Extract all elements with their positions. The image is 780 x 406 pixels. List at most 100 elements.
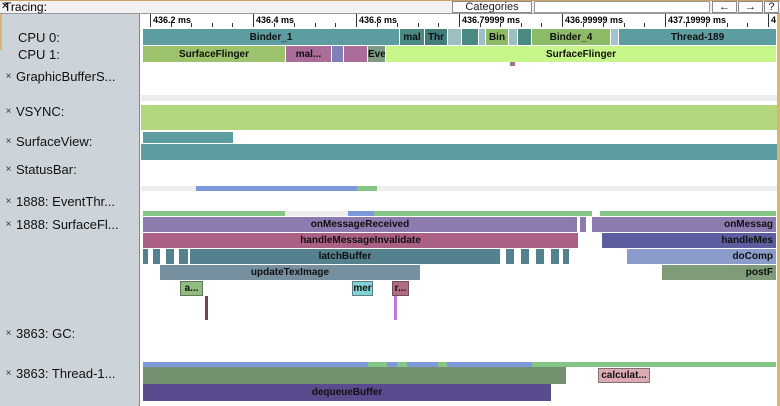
trace-span[interactable] [143, 132, 233, 143]
trace-span[interactable]: mal... [286, 46, 331, 62]
ruler-major-tick [459, 14, 460, 27]
trace-span[interactable] [348, 211, 374, 216]
track-sidebar: CPU 0:CPU 1:×GraphicBufferS...×VSYNC:×Su… [0, 14, 140, 406]
close-track-icon[interactable]: × [5, 164, 12, 175]
help-button[interactable]: ? [764, 1, 779, 13]
trace-span[interactable] [285, 211, 348, 216]
trace-span[interactable] [166, 249, 174, 264]
trace-span[interactable] [394, 296, 397, 320]
close-track-icon[interactable]: × [5, 106, 12, 117]
trace-span[interactable]: a... [180, 281, 203, 296]
trace-span[interactable] [510, 62, 515, 66]
close-track-icon[interactable]: × [5, 328, 12, 339]
trace-span-label: onMessag [724, 219, 773, 230]
trace-span[interactable] [532, 362, 776, 367]
trace-span[interactable] [580, 217, 586, 232]
trace-span[interactable] [518, 29, 531, 45]
categories-button[interactable]: Categories [452, 1, 532, 13]
forward-button[interactable]: → [738, 1, 763, 13]
ruler-minor-tick [583, 23, 584, 27]
trace-span[interactable] [368, 362, 387, 367]
trace-span[interactable]: Bin [486, 29, 508, 45]
ruler-minor-tick [521, 23, 522, 27]
trace-span[interactable]: r... [392, 281, 409, 296]
ruler-time-label: 436.99999 ms [565, 15, 624, 25]
close-track-icon[interactable]: × [5, 368, 12, 379]
track-label-row: ×1888: EventThr... [0, 194, 138, 209]
back-button[interactable]: ← [712, 1, 737, 13]
trace-span[interactable]: Binder_1 [143, 29, 399, 45]
trace-span[interactable] [506, 249, 514, 264]
trace-span[interactable]: SurfaceFlinger [143, 46, 285, 62]
ruler-minor-tick [624, 23, 625, 27]
close-icon[interactable]: ✕ [1, 1, 10, 12]
trace-span[interactable]: calculat... [598, 368, 650, 383]
trace-span[interactable] [536, 249, 544, 264]
ruler-major-tick [562, 14, 563, 27]
trace-span[interactable]: onMessag [592, 217, 776, 232]
trace-span[interactable] [611, 29, 618, 45]
trace-span[interactable]: Binder_4 [532, 29, 610, 45]
trace-span[interactable] [205, 296, 208, 320]
trace-span[interactable] [332, 46, 343, 62]
trace-span[interactable]: postF [662, 265, 776, 280]
trace-span[interactable] [141, 144, 777, 160]
trace-span[interactable] [143, 249, 148, 264]
trace-span[interactable] [196, 186, 357, 191]
trace-span[interactable] [479, 29, 485, 45]
trace-span[interactable] [143, 211, 285, 216]
trace-span[interactable] [179, 249, 188, 264]
close-track-icon[interactable]: × [5, 196, 12, 207]
trace-span[interactable]: dequeueBuffer [143, 384, 551, 401]
ruler-minor-tick [232, 23, 233, 27]
trace-span[interactable]: Eve [368, 46, 385, 62]
trace-span[interactable] [563, 249, 569, 264]
trace-span[interactable] [357, 186, 377, 191]
trace-span[interactable] [447, 362, 532, 367]
trace-span[interactable] [387, 362, 397, 367]
trace-span[interactable]: handleMes [602, 233, 776, 248]
ruler-minor-tick [480, 23, 481, 27]
track-label-row: ×VSYNC: [0, 104, 138, 119]
search-input[interactable] [534, 1, 710, 13]
trace-span[interactable]: updateTexImage [160, 265, 420, 280]
trace-span[interactable]: Thr [425, 29, 447, 45]
trace-span[interactable] [551, 249, 559, 264]
app-title: Tracing: [4, 0, 47, 14]
trace-span[interactable] [143, 362, 368, 367]
trace-span[interactable] [509, 29, 517, 45]
trace-span[interactable] [141, 105, 777, 130]
trace-span[interactable] [143, 367, 566, 384]
trace-span[interactable]: onMessageReceived [143, 217, 577, 232]
trace-span[interactable] [153, 249, 160, 264]
trace-span[interactable] [600, 211, 776, 216]
ruler-minor-tick [500, 23, 501, 27]
trace-span[interactable]: latchBuffer [190, 249, 500, 264]
track-label-row: CPU 0: [0, 30, 138, 45]
trace-span[interactable] [407, 362, 438, 367]
close-track-icon[interactable]: × [5, 71, 12, 82]
trace-span[interactable]: doComp [627, 249, 776, 264]
trace-span[interactable]: mal [400, 29, 424, 45]
trace-span[interactable] [438, 362, 447, 367]
trace-span[interactable] [141, 186, 777, 191]
close-track-icon[interactable]: × [5, 219, 12, 230]
trace-span-label: mer [353, 283, 372, 294]
trace-span[interactable] [462, 29, 478, 45]
ruler-minor-tick [294, 23, 295, 27]
trace-span-label: Thread-189 [670, 31, 725, 43]
trace-span[interactable] [521, 249, 529, 264]
trace-span[interactable] [448, 29, 461, 45]
trace-span[interactable]: SurfaceFlinger [386, 46, 776, 62]
trace-span[interactable]: mer [352, 281, 373, 296]
close-track-icon[interactable]: × [5, 136, 12, 147]
ruler-minor-tick [706, 23, 707, 27]
trace-span[interactable] [141, 95, 777, 101]
trace-span[interactable] [397, 362, 407, 367]
trace-span[interactable] [344, 46, 367, 62]
trace-span[interactable]: Thread-189 [619, 29, 776, 45]
trace-span[interactable] [374, 211, 592, 216]
trace-span[interactable]: handleMessageInvalidate [143, 233, 578, 248]
